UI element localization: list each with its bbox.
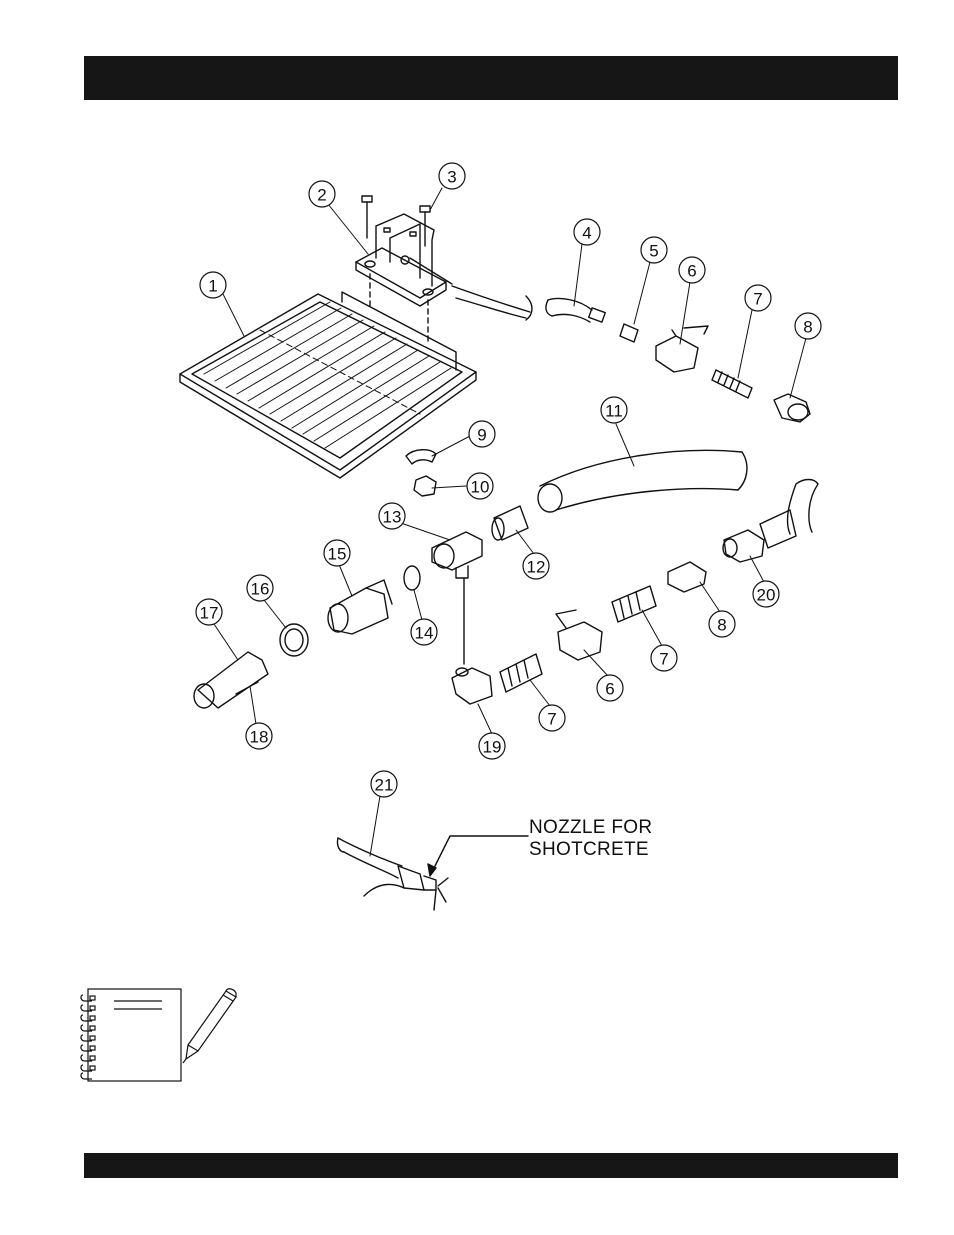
callout-number-8: 8 [803, 318, 812, 337]
hose-segment [452, 286, 530, 318]
notebook-icon [81, 989, 181, 1081]
callout-number-6b: 6 [605, 680, 614, 699]
return-hose [788, 480, 818, 535]
air-line-fittings [546, 298, 810, 422]
nozzle-assembly-parts [194, 506, 528, 708]
footer-bar [84, 1153, 898, 1178]
callout-number-3: 3 [447, 168, 456, 187]
shotcrete-nozzle-part [337, 836, 528, 910]
callout-number-16: 16 [251, 580, 270, 599]
callout-number-17: 17 [200, 604, 219, 623]
callout-number-2: 2 [317, 186, 326, 205]
callout-number-7c: 7 [547, 710, 556, 729]
callout-number-4: 4 [582, 224, 591, 243]
callout-number-8b: 8 [717, 616, 726, 635]
callout-number-18: 18 [250, 728, 269, 747]
callout-number-14: 14 [415, 624, 434, 643]
nozzle-for-shotcrete-label: NOZZLE FOR SHOTCRETE [529, 817, 652, 861]
callout-number-5: 5 [649, 242, 658, 261]
callout-number-15: 15 [328, 545, 347, 564]
callout-number-21: 21 [375, 776, 394, 795]
clamp-and-nut [406, 450, 436, 496]
nozzle-label-line-2: SHOTCRETE [529, 839, 652, 861]
callout-number-11: 11 [605, 402, 623, 421]
callout-number-7b: 7 [659, 650, 668, 669]
callout-number-13: 13 [383, 508, 402, 527]
pencil-icon [183, 989, 236, 1063]
callout-number-10: 10 [471, 478, 490, 497]
material-hose-part [538, 450, 747, 512]
callout-number-1: 1 [208, 277, 217, 296]
callout-number-7: 7 [753, 290, 762, 309]
screen-grate-part [180, 292, 476, 478]
callout-number-6: 6 [687, 262, 696, 281]
callout-number-9: 9 [477, 426, 486, 445]
callout-number-12: 12 [527, 558, 546, 577]
callout-number-19: 19 [483, 738, 502, 757]
callout-leaders [214, 188, 806, 856]
nozzle-label-line-1: NOZZLE FOR [529, 817, 652, 839]
callout-number-20: 20 [757, 586, 776, 605]
notes-icon [80, 985, 250, 1085]
